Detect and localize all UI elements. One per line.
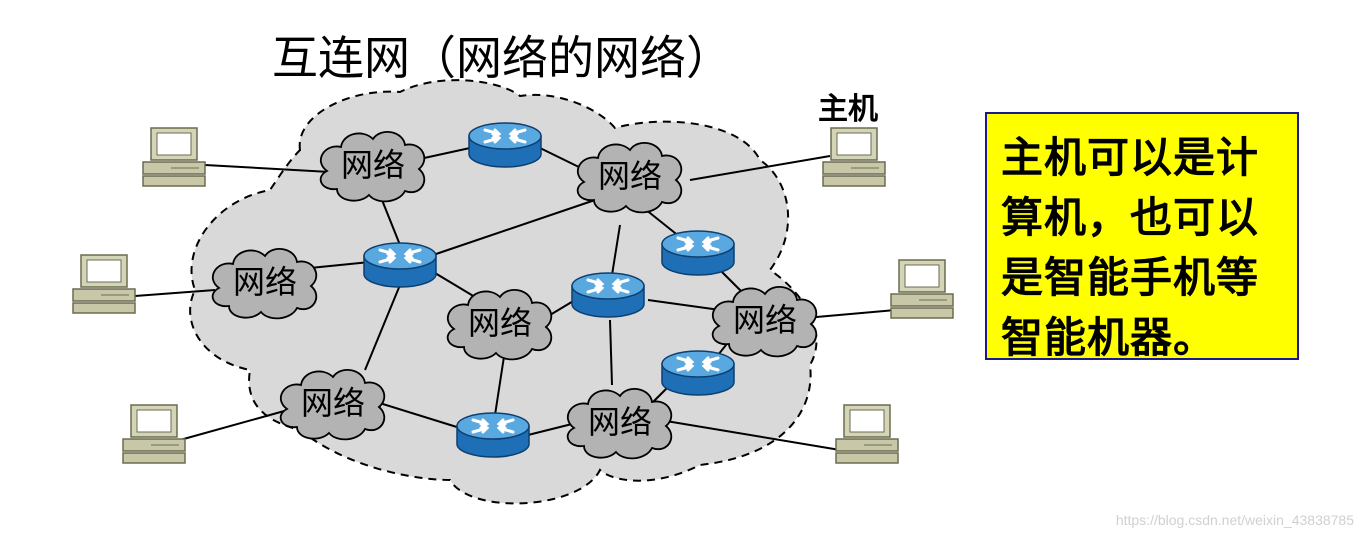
- network-cloud-icon: 网络: [566, 387, 673, 460]
- network-label: 网络: [733, 301, 797, 339]
- network-cloud-icon: 网络: [211, 247, 318, 320]
- network-cloud-icon: 网络: [279, 368, 386, 441]
- desktop-computer-icon: [72, 254, 136, 314]
- network-label: 网络: [598, 157, 662, 195]
- watermark: https://blog.csdn.net/weixin_43838785: [1115, 512, 1354, 528]
- note-line: 主机可以是计: [1001, 133, 1260, 182]
- note-line: 算机，也可以: [1001, 193, 1260, 242]
- router-icon: [660, 229, 736, 277]
- router-icon: [570, 271, 646, 319]
- network-label: 网络: [588, 403, 652, 441]
- diagram-title: 互连网（网络的网络）: [272, 31, 732, 85]
- router-icon: [362, 241, 438, 289]
- desktop-computer-icon: [835, 404, 899, 464]
- note-box: 主机可以是计 算机，也可以 是智能手机等 智能机器。: [985, 112, 1299, 362]
- networks: 网络网络网络网络网络网络网络: [211, 130, 818, 460]
- desktop-computer-icon: [822, 127, 886, 187]
- router-icon: [455, 411, 531, 459]
- network-label: 网络: [341, 146, 405, 184]
- network-label: 网络: [233, 263, 297, 301]
- note-line: 智能机器。: [1001, 313, 1217, 362]
- network-cloud-icon: 网络: [576, 141, 683, 214]
- router-icon: [660, 349, 736, 397]
- desktop-computer-icon: [890, 259, 954, 319]
- network-cloud-icon: 网络: [446, 288, 553, 361]
- router-icon: [467, 121, 543, 169]
- network-cloud-icon: 网络: [319, 130, 426, 203]
- network-label: 网络: [468, 304, 532, 342]
- network-cloud-icon: 网络: [711, 285, 818, 358]
- host-label: 主机: [818, 92, 878, 127]
- network-label: 网络: [301, 384, 365, 422]
- desktop-computer-icon: [142, 127, 206, 187]
- note-line: 是智能手机等: [1001, 253, 1260, 302]
- desktop-computer-icon: [122, 404, 186, 464]
